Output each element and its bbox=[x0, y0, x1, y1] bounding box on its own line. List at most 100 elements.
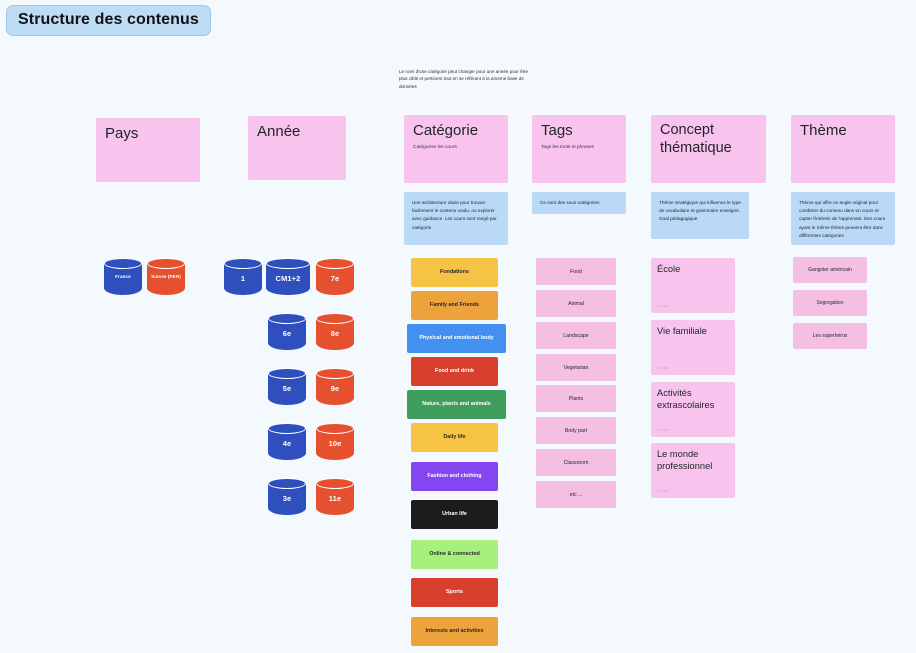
tag-chip-food[interactable]: Food bbox=[536, 258, 616, 285]
db-node-annee-7e[interactable]: 7e bbox=[316, 258, 354, 300]
chip-label: Online & connected bbox=[429, 550, 480, 557]
tag-chip-plants[interactable]: Plants bbox=[536, 385, 616, 412]
concept-card-title: Activités extrascolaires bbox=[657, 388, 715, 411]
concept-card-activites-extrascolaires[interactable]: Activités extrascolaires Groupe bbox=[651, 382, 735, 437]
chip-label: Fondations bbox=[439, 268, 470, 275]
db-node-label: 7e bbox=[330, 274, 340, 283]
cylinder-top bbox=[316, 368, 354, 379]
chip-label: Landscape bbox=[563, 332, 589, 339]
category-chip-daily-life[interactable]: Daily life bbox=[411, 423, 498, 452]
db-node-label: 5e bbox=[282, 384, 292, 393]
db-node-annee-8e[interactable]: 8e bbox=[316, 313, 354, 355]
cylinder-top bbox=[268, 313, 306, 324]
column-title-annee: Année bbox=[257, 123, 301, 140]
db-node-label: 1 bbox=[240, 274, 246, 283]
description-card-theme: Thème qui offre un angle original pour c… bbox=[791, 192, 895, 245]
chip-label: Food and drink bbox=[435, 367, 474, 374]
db-node-suisse[interactable]: Suisse (PER) bbox=[147, 258, 185, 300]
db-node-label: 6e bbox=[282, 329, 292, 338]
concept-card-ecole[interactable]: École Groupe bbox=[651, 258, 735, 313]
category-chip-fashion-and-clothing[interactable]: Fashion and clothing bbox=[411, 462, 498, 491]
tag-chip-classroom[interactable]: Classroom bbox=[536, 449, 616, 476]
column-title-categorie: Catégorie bbox=[413, 122, 479, 139]
column-subtitle-tags: Tags les mots et phrases bbox=[541, 145, 595, 150]
concept-card-footer: Groupe bbox=[657, 366, 669, 370]
db-node-annee-10e[interactable]: 10e bbox=[316, 423, 354, 465]
description-card-concept-thematique: Thème stratégique qui influence le type … bbox=[651, 192, 749, 239]
db-node-label: 4e bbox=[282, 439, 292, 448]
chip-label: Animal bbox=[568, 300, 584, 307]
db-node-annee-9e[interactable]: 9e bbox=[316, 368, 354, 410]
concept-card-title: École bbox=[657, 264, 681, 274]
tag-chip-vegetarian[interactable]: Vegetarian bbox=[536, 354, 616, 381]
category-chip-interests-and-activities[interactable]: Interests and activities bbox=[411, 617, 498, 646]
cylinder-top bbox=[104, 258, 142, 269]
tag-chip-body-part[interactable]: Body part bbox=[536, 417, 616, 444]
category-chip-online-and-connected[interactable]: Online & connected bbox=[411, 540, 498, 569]
chip-label: Family and Friends bbox=[429, 301, 480, 308]
db-node-annee-3e[interactable]: 3e bbox=[268, 478, 306, 520]
db-node-annee-11e[interactable]: 11e bbox=[316, 478, 354, 520]
frame-title[interactable]: Structure des contenus bbox=[6, 5, 211, 36]
top-note: Le nom d'une catégorie peut changer pour… bbox=[399, 69, 529, 89]
tag-chip-landscape[interactable]: Landscape bbox=[536, 322, 616, 349]
chip-label: Urban life bbox=[442, 510, 467, 517]
db-node-label: 8e bbox=[330, 329, 340, 338]
db-node-annee-5e[interactable]: 5e bbox=[268, 368, 306, 410]
cylinder-top bbox=[268, 423, 306, 434]
db-node-label: France bbox=[115, 274, 131, 279]
cylinder-top bbox=[268, 368, 306, 379]
db-node-label: 11e bbox=[328, 494, 342, 503]
concept-card-title: Le monde professionnel bbox=[657, 449, 713, 472]
column-header-categorie[interactable]: Catégorie Catégorise les cours bbox=[404, 115, 508, 183]
theme-chip-segregation[interactable]: Segregation bbox=[793, 290, 867, 316]
column-title-theme: Thème bbox=[800, 122, 847, 139]
column-header-annee[interactable]: Année bbox=[248, 116, 346, 180]
db-node-annee-cm12[interactable]: CM1+2 bbox=[266, 258, 310, 300]
chip-label: Nature, plants and animals bbox=[422, 400, 491, 407]
cylinder-top bbox=[268, 478, 306, 489]
theme-chip-gangster-americain[interactable]: Gangster américain bbox=[793, 257, 867, 283]
column-title-concept-thematique: Concept thématique bbox=[660, 122, 732, 156]
column-header-tags[interactable]: Tags Tags les mots et phrases bbox=[532, 115, 626, 183]
db-node-annee-4e[interactable]: 4e bbox=[268, 423, 306, 465]
description-card-categorie: Une architecture claire pour trouver fac… bbox=[404, 192, 508, 245]
cylinder-top bbox=[316, 478, 354, 489]
chip-label: Vegetarian bbox=[563, 364, 589, 371]
concept-card-vie-familiale[interactable]: Vie familiale Groupe bbox=[651, 320, 735, 375]
chip-label: Gangster américain bbox=[808, 267, 852, 273]
db-node-france[interactable]: France bbox=[104, 258, 142, 300]
db-node-annee-1[interactable]: 1 bbox=[224, 258, 262, 300]
tag-chip-etc[interactable]: etc ... bbox=[536, 481, 616, 508]
description-card-tags: Ce sont des sous-catégories bbox=[532, 192, 626, 214]
theme-chip-les-superheros[interactable]: Les superhéros bbox=[793, 323, 867, 349]
category-chip-fondations[interactable]: Fondations bbox=[411, 258, 498, 287]
column-header-concept-thematique[interactable]: Concept thématique bbox=[651, 115, 766, 183]
category-chip-food-and-drink[interactable]: Food and drink bbox=[411, 357, 498, 386]
chip-label: Les superhéros bbox=[812, 333, 848, 339]
category-chip-nature-plants-and-animals[interactable]: Nature, plants and animals bbox=[407, 390, 506, 419]
category-chip-urban-life[interactable]: Urban life bbox=[411, 500, 498, 529]
chip-label: Physical and emotional body bbox=[419, 334, 494, 341]
db-node-label: CM1+2 bbox=[275, 274, 301, 283]
chip-label: Fashion and clothing bbox=[427, 472, 482, 479]
cylinder-top bbox=[316, 423, 354, 434]
category-chip-sports[interactable]: Sports bbox=[411, 578, 498, 607]
concept-card-le-monde-professionnel[interactable]: Le monde professionnel Groupe bbox=[651, 443, 735, 498]
db-node-annee-6e[interactable]: 6e bbox=[268, 313, 306, 355]
concept-card-footer: Groupe bbox=[657, 489, 669, 493]
column-header-pays[interactable]: Pays bbox=[96, 118, 200, 182]
category-chip-physical-and-emotional-body[interactable]: Physical and emotional body bbox=[407, 324, 506, 353]
column-header-theme[interactable]: Thème bbox=[791, 115, 895, 183]
concept-card-title: Vie familiale bbox=[657, 326, 707, 336]
chip-label: Interests and activities bbox=[425, 627, 484, 634]
chip-label: Body part bbox=[564, 427, 588, 434]
tag-chip-animal[interactable]: Animal bbox=[536, 290, 616, 317]
concept-card-footer: Groupe bbox=[657, 428, 669, 432]
column-title-tags: Tags bbox=[541, 122, 573, 139]
category-chip-family-and-friends[interactable]: Family and Friends bbox=[411, 291, 498, 320]
chip-label: Sports bbox=[445, 588, 464, 595]
chip-label: Segregation bbox=[816, 300, 844, 306]
cylinder-top bbox=[224, 258, 262, 269]
